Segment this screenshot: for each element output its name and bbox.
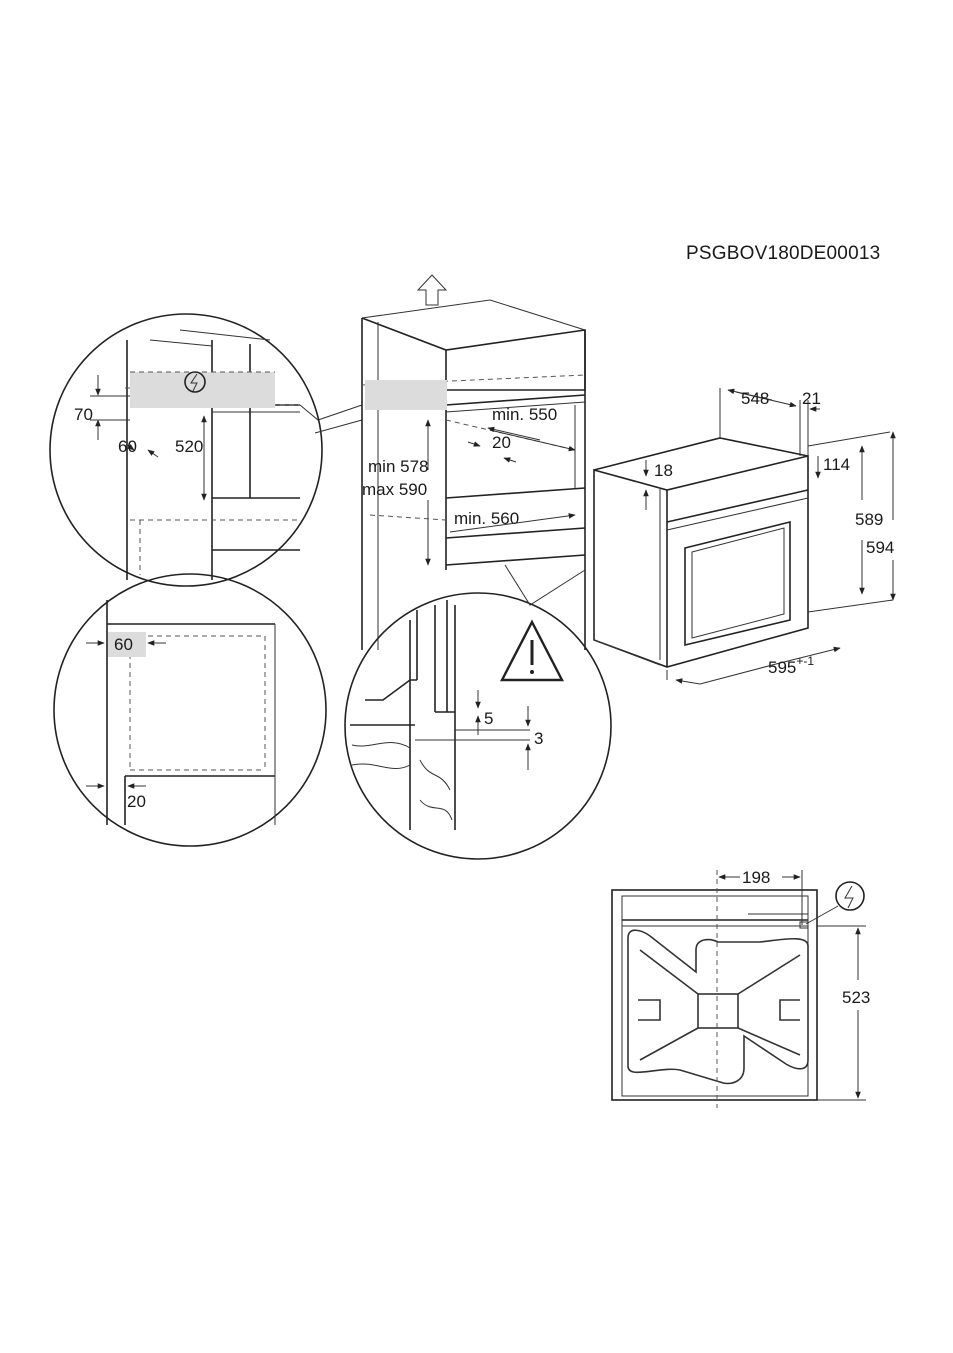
dim-min-560: min. 560 [454,509,519,528]
detail-circle-center: 5 3 [344,564,612,860]
dim-min-578: min 578 [368,457,428,476]
electrical-connection-icon [835,881,865,911]
detail-circle-top: 70 60 520 [49,313,323,587]
dim-70: 70 [74,405,93,424]
warning-triangle-icon [500,619,564,682]
oven-isometric: 548 21 18 114 589 594 595+-1 [593,388,896,685]
dim-60-bottom: 60 [114,635,133,654]
dim-21: 21 [802,389,821,408]
dim-max-590: max 590 [362,480,427,499]
oven-front-view: 198 523 [611,868,870,1108]
dim-114: 114 [823,455,850,474]
dim-520: 520 [175,437,203,456]
dim-min-550: min. 550 [492,405,557,424]
dim-594: 594 [866,538,894,557]
dim-548: 548 [741,389,769,408]
dim-60-top: 60 [118,437,137,456]
tall-cabinet: min 578 max 590 min. 550 20 min. 560 [361,274,586,650]
electrical-connection-icon [184,371,206,393]
dim-589: 589 [855,510,883,529]
dim-18: 18 [654,461,673,480]
dim-595: 595+-1 [768,654,814,677]
up-arrow-icon [416,274,448,306]
dim-20-cabinet: 20 [492,433,511,452]
dim-198: 198 [742,868,770,887]
dim-20-side: 20 [127,792,146,811]
dim-5: 5 [484,709,493,728]
dim-3: 3 [534,729,543,748]
dim-523: 523 [842,988,870,1007]
detail-circle-bottom: 60 20 [53,573,327,847]
document-code: PSGBOV180DE00013 [686,243,880,264]
